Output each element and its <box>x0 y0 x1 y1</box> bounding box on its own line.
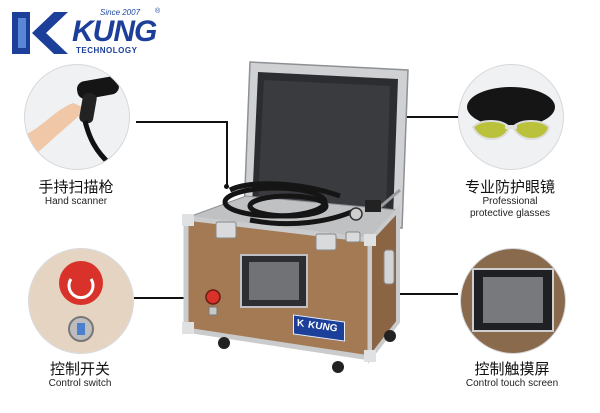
control-switch-subtitle: Control switch <box>48 378 112 389</box>
protective-glasses-title: 专业防护眼镜 <box>464 178 555 196</box>
logo-since: Since 2007 <box>100 8 141 17</box>
control-switch-title: 控制开关 <box>49 360 110 378</box>
case-badge-k-icon: K <box>297 317 305 330</box>
touch-screen-photo <box>460 248 566 354</box>
touch-screen-title: 控制触摸屏 <box>474 360 550 378</box>
connector-switch-h <box>134 297 212 299</box>
logo-k-mark <box>12 12 68 54</box>
logo-wordmark: KUNG <box>72 15 157 48</box>
touch-screen-icon <box>461 249 565 353</box>
hand-scanner-photo <box>24 64 130 170</box>
logo-tagline: TECHNOLOGY <box>76 46 138 55</box>
protective-glasses-subtitle-1: Professional <box>482 196 538 207</box>
logo-registered: ® <box>155 8 161 15</box>
hand-scanner-title: 手持扫描枪 <box>38 178 114 196</box>
hand-scanner-icon <box>25 76 119 167</box>
protective-glasses-photo <box>458 64 564 170</box>
connector-scanner-dot <box>224 184 229 189</box>
connector-scanner-v <box>226 121 228 187</box>
control-switch-icon <box>29 249 133 353</box>
hand-scanner-subtitle: Hand scanner <box>44 196 108 207</box>
connector-glasses-h <box>372 116 458 118</box>
connector-scanner-h <box>136 121 228 123</box>
brand-logo: Since 2007 ® KUNG TECHNOLOGY <box>10 8 160 58</box>
protective-glasses-subtitle-2: protective glasses <box>469 208 551 219</box>
protective-glasses-icon <box>467 87 555 140</box>
case-badge-text: KUNG <box>308 319 338 335</box>
touch-screen-subtitle: Control touch screen <box>465 378 559 389</box>
control-switch-photo <box>28 248 134 354</box>
